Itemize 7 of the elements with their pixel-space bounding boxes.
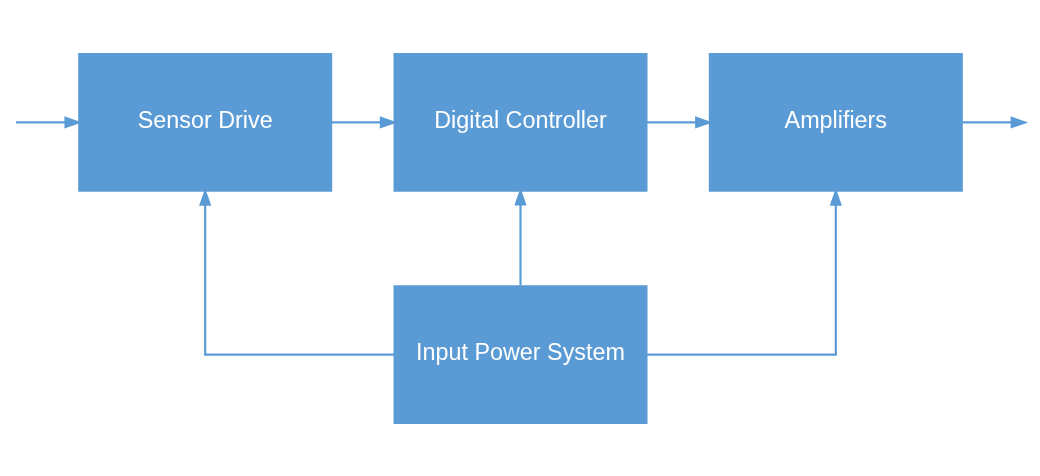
arrow — [331, 115, 397, 129]
node-box: Sensor Drive — [77, 52, 332, 192]
arrow — [15, 115, 82, 129]
node-box: Digital Controller — [393, 52, 647, 192]
node-box: Input Power System — [393, 284, 647, 424]
arrow — [961, 115, 1028, 129]
node-box: Amplifiers — [708, 52, 963, 192]
